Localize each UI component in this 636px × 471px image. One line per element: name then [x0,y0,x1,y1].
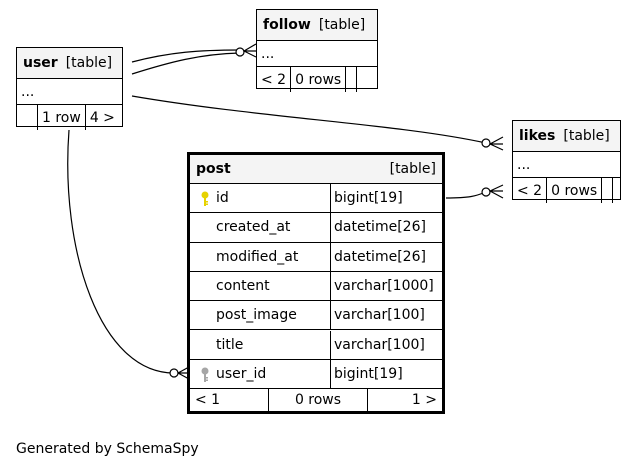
table-user-footer: 1 row 4 > [17,105,122,130]
column-name-text: user_id [216,365,267,382]
table-user-kind: [table] [65,55,113,71]
table-follow[interactable]: follow [table] ... < 2 0 rows [256,9,378,92]
column-name: content [190,271,331,301]
table-post-footer: < 1 0 rows 1 > [190,388,442,411]
table-user-ellipsis: ... [17,79,122,105]
table-likes-kind: [table] [563,128,610,144]
table-follow-footer: < 2 0 rows [257,67,377,92]
primary-key-icon [201,191,209,206]
generated-by-label: Generated by SchemaSpy [16,441,199,457]
table-follow-rows: 0 rows [291,67,347,92]
table-likes[interactable]: likes [table] ... < 2 0 rows [512,120,621,203]
table-post-header: post [table] [190,155,442,184]
table-likes-next [602,178,614,203]
table-post-column-row[interactable]: user_id bigint[19] [190,359,442,390]
table-post-next[interactable]: 1 > [411,391,437,408]
table-post-column-row[interactable]: content varchar[1000] [190,271,442,302]
table-likes-prev[interactable]: < 2 [513,178,548,203]
table-post-column-row[interactable]: created_at datetime[26] [190,213,442,243]
table-follow-kind: [table] [318,17,366,33]
foreign-key-icon [201,367,209,382]
table-user-header: user [table] [17,48,122,79]
column-name-text: post_image [216,307,297,324]
column-name: user_id [190,359,331,389]
table-likes-rows: 0 rows [547,178,603,203]
column-name-text: created_at [216,219,291,236]
follow-zero-marker [235,47,245,57]
table-user-name: user [23,55,58,71]
table-post-column-row[interactable]: title varchar[100] [190,330,442,360]
table-post-column-row[interactable]: id bigint[19] [190,184,442,214]
edge-user-likes [131,95,487,144]
table-follow-name: follow [263,17,311,33]
column-type: varchar[100] [334,336,425,353]
edge-user-post [67,129,175,374]
edge-user-follow-1 [131,49,241,63]
column-name: title [190,330,331,359]
column-name-text: modified_at [216,248,299,265]
table-likes-ellipsis: ... [513,152,620,178]
column-name: modified_at [190,242,331,271]
table-user-prev [17,105,38,130]
likes-zero-marker-1 [481,138,491,148]
table-follow-header: follow [table] [257,10,377,41]
column-name-text: id [216,190,229,207]
likes-zero-marker-2 [481,187,491,197]
table-likes-header: likes [table] [513,121,620,152]
table-user-next[interactable]: 4 > [89,109,115,126]
table-post-prev[interactable]: < 1 [190,388,269,411]
table-likes-footer: < 2 0 rows [513,178,620,203]
table-post-column-row[interactable]: post_image varchar[100] [190,301,442,331]
table-user-rows: 1 row [38,105,86,130]
column-type: bigint[19] [334,190,403,207]
edge-user-follow-2 [131,52,241,75]
column-type: datetime[26] [334,248,426,265]
column-type: bigint[19] [334,365,403,382]
table-follow-ellipsis: ... [257,41,377,67]
table-post-column-row[interactable]: modified_at datetime[26] [190,242,442,272]
table-follow-prev[interactable]: < 2 [257,67,292,92]
column-type: varchar[1000] [334,278,434,295]
column-name-text: title [216,336,244,353]
column-name-text: content [216,278,270,295]
table-post-rows: 0 rows [269,388,368,411]
column-name: created_at [190,213,331,242]
table-likes-name: likes [519,128,556,144]
column-type: varchar[100] [334,307,425,324]
column-type: datetime[26] [334,219,426,236]
post-zero-marker [169,368,179,378]
table-follow-next [346,67,358,92]
table-post-name: post [196,161,231,177]
column-name: post_image [190,301,331,330]
edge-post-likes [445,191,487,199]
column-name: id [190,184,331,213]
table-user[interactable]: user [table] ... 1 row 4 > [16,47,123,130]
table-post-kind: [table] [389,161,436,177]
